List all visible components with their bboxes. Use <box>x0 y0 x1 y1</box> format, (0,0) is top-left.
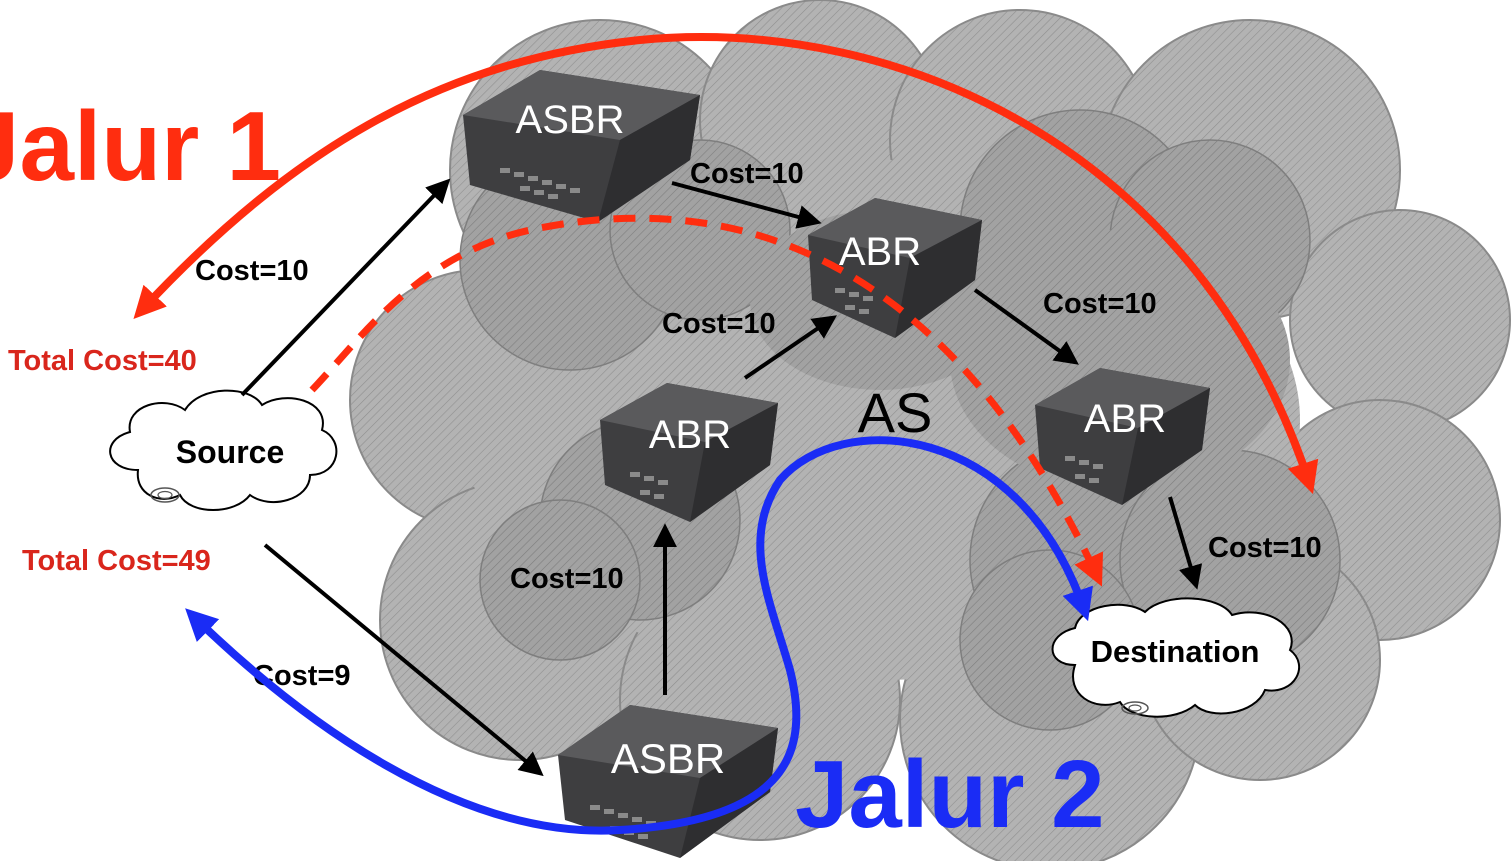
router-asbr-top-label: ASBR <box>516 98 625 142</box>
source-cloud: Source <box>109 389 338 511</box>
router-abr-right-label: ABR <box>1084 397 1166 441</box>
destination-label: Destination <box>1091 634 1260 669</box>
cost-abr-right-destination: Cost=10 <box>1208 532 1322 564</box>
router-asbr-bottom: ASBR <box>558 705 778 858</box>
link-abr-right-destination <box>1168 496 1203 590</box>
total-cost-path2: Total Cost=49 <box>22 545 211 577</box>
path1-title: Jalur 1 <box>0 91 281 201</box>
as-label: AS <box>858 381 933 444</box>
link-source-asbr-bottom <box>263 543 544 777</box>
router-asbr-top: ASBR <box>463 70 700 222</box>
cost-abr-mid-abr-right: Cost=10 <box>1043 288 1157 320</box>
cost-asbr-top-abr-mid: Cost=10 <box>690 158 804 190</box>
path2-arrow <box>185 436 1093 835</box>
cost-abr-left-abr-mid: Cost=10 <box>662 308 776 340</box>
router-asbr-bottom-label: ASBR <box>611 735 725 782</box>
destination-cloud: Destination <box>1051 597 1301 718</box>
cost-source-asbr-top: Cost=10 <box>195 255 309 287</box>
router-abr-mid-label: ABR <box>839 230 921 274</box>
link-asbr-top-abr-mid <box>671 181 822 229</box>
total-cost-path1: Total Cost=40 <box>8 345 197 377</box>
router-abr-left-label: ABR <box>649 413 731 457</box>
source-label: Source <box>176 434 284 470</box>
path2-title: Jalur 2 <box>795 741 1105 848</box>
cost-asbr-bottom-abr-left: Cost=10 <box>510 563 624 595</box>
path1-arrow <box>133 33 1319 495</box>
